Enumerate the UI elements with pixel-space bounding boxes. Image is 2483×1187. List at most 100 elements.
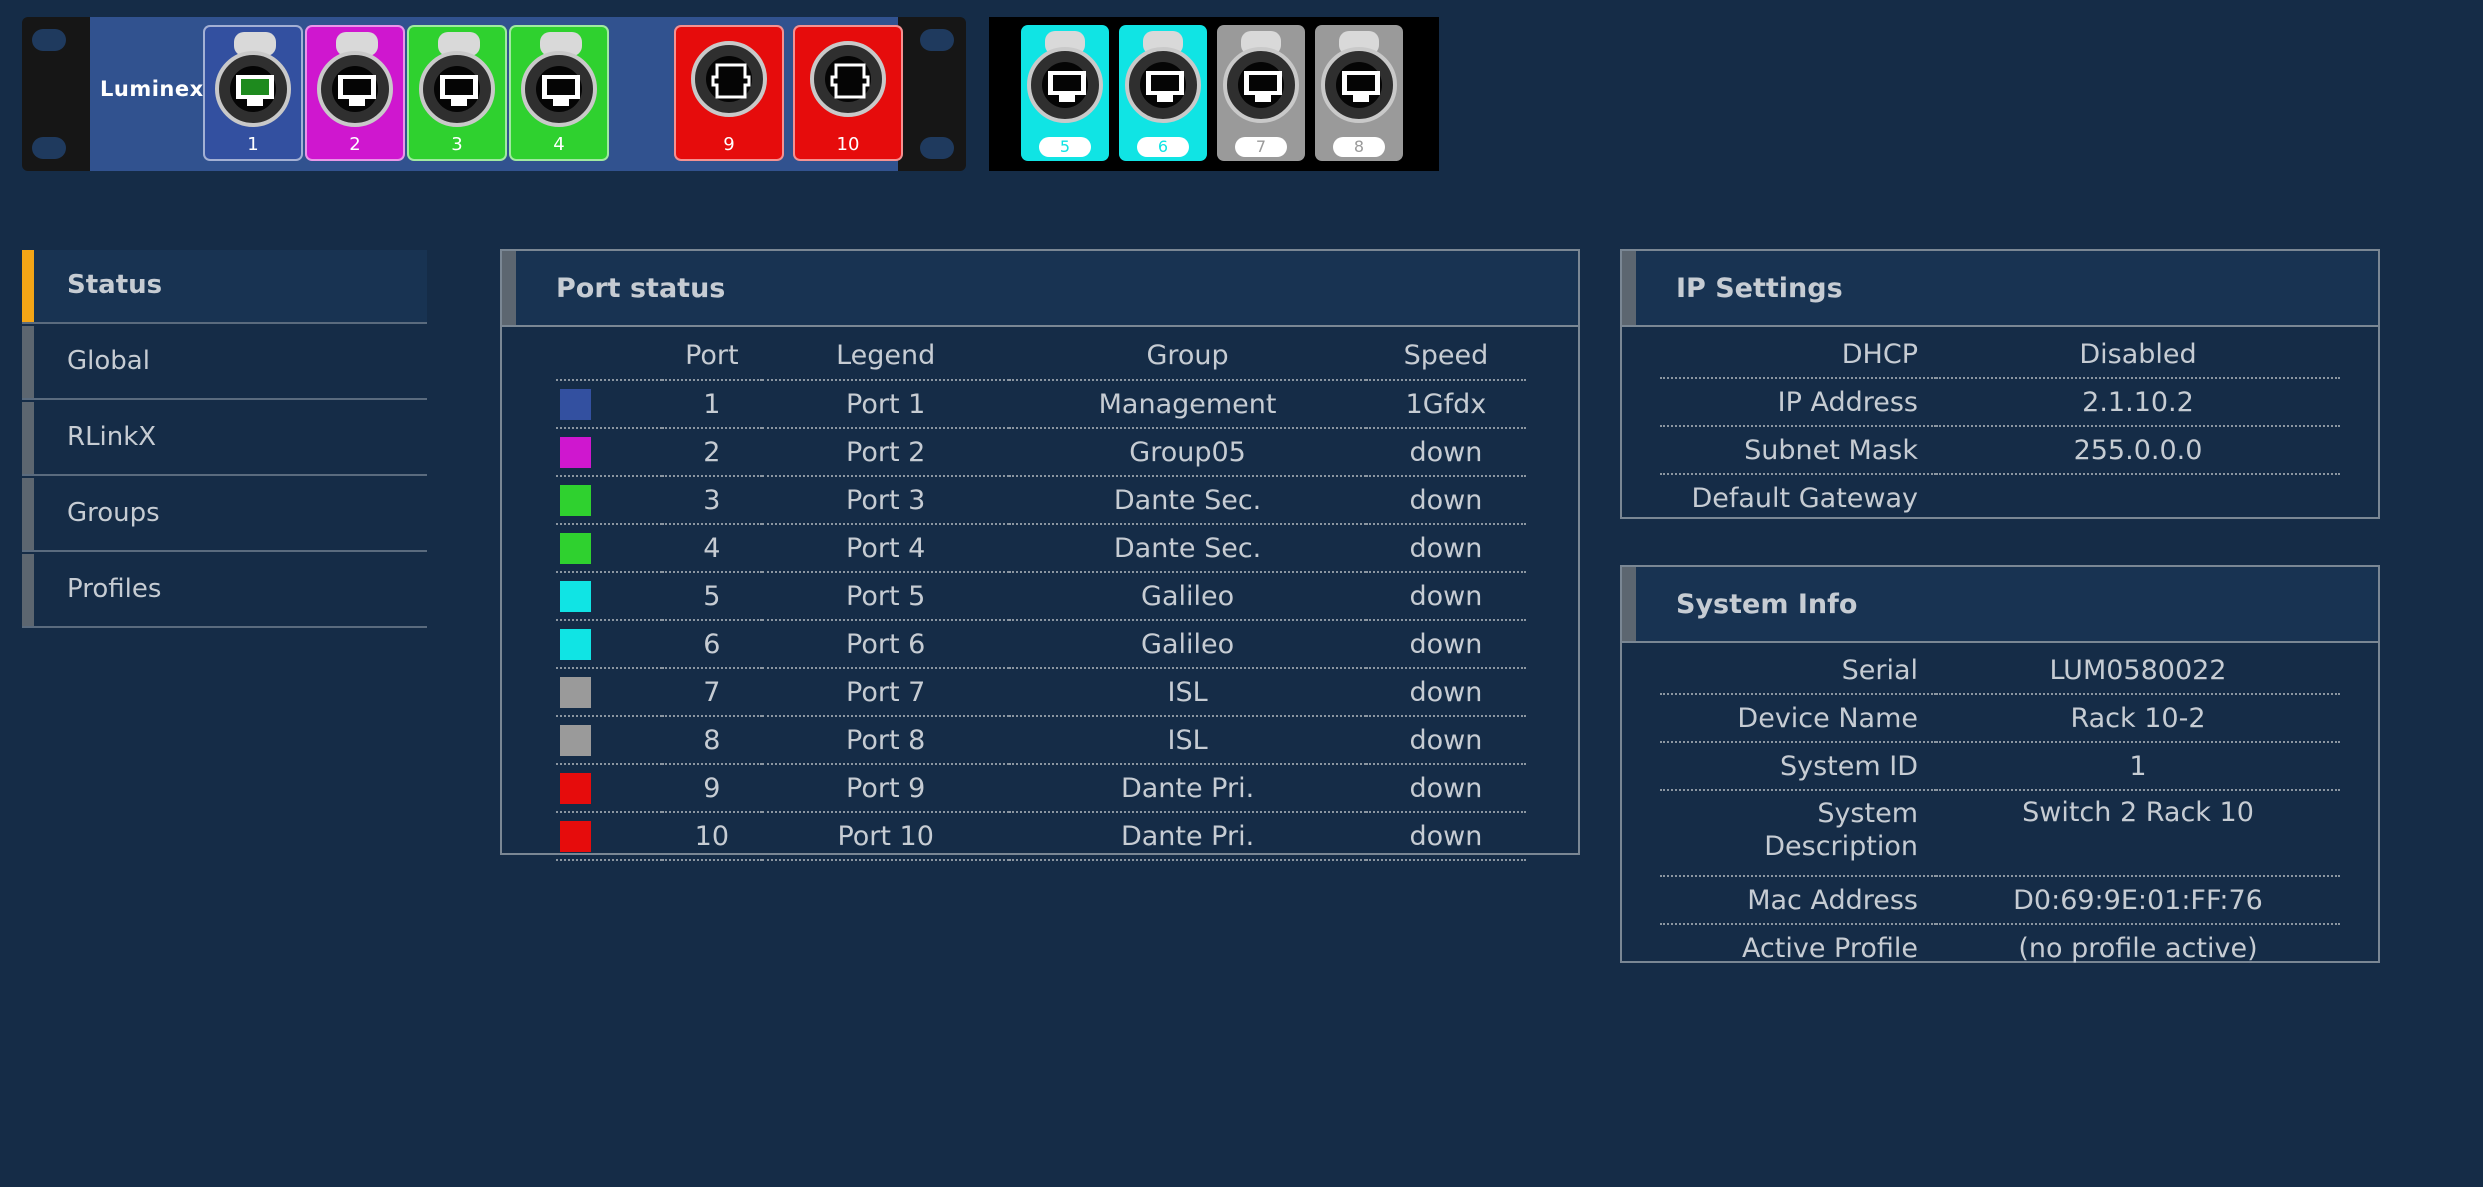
group-cell: Dante Sec. <box>1009 476 1366 525</box>
panel-title: IP Settings <box>1676 273 1843 304</box>
panel-port-5[interactable]: 5 <box>1021 25 1109 161</box>
port-number: 4 <box>553 134 565 155</box>
panel-port-7[interactable]: 7 <box>1217 25 1305 161</box>
nav-label: Global <box>67 346 150 376</box>
rj45-jack-icon <box>215 51 291 127</box>
nav-indicator <box>22 478 34 550</box>
port-color-swatch <box>560 389 591 420</box>
port-number: 8 <box>1333 137 1385 157</box>
column-header-port: Port <box>661 331 762 381</box>
rj45-jack-icon <box>521 51 597 127</box>
system-info-key: Active Profile <box>1741 932 1918 964</box>
speed-cell: down <box>1365 572 1526 621</box>
ip-setting-key: IP Address <box>1660 378 1936 427</box>
panel-port-1[interactable]: 1 <box>203 25 303 161</box>
ip-setting-row: Default Gateway <box>1660 474 2340 521</box>
speed-cell: down <box>1365 620 1526 669</box>
rj45-jack-icon <box>1125 47 1201 123</box>
rack-ear-hole <box>920 137 954 159</box>
nav-indicator <box>22 402 34 474</box>
system-info-key: System ID <box>1660 742 1936 791</box>
port-number: 6 <box>1137 137 1189 157</box>
nav-item-groups[interactable]: Groups <box>22 478 427 552</box>
port-color-swatch <box>560 485 591 516</box>
system-info-value: Switch 2 Rack 10 <box>1936 790 2340 877</box>
color-cell <box>556 380 662 429</box>
group-cell: ISL <box>1009 668 1366 717</box>
panel-sfp-port-9[interactable]: 9 <box>674 25 784 161</box>
system-info-value: D0:69:9E:01:FF:76 <box>1936 876 2340 925</box>
port-cell: 4 <box>661 524 762 573</box>
system-info-key: System Description <box>1660 790 1936 877</box>
group-cell: Galileo <box>1009 620 1366 669</box>
ip-setting-value: Disabled <box>1936 331 2340 379</box>
port-cell: 7 <box>661 668 762 717</box>
port-number: 9 <box>723 134 735 155</box>
port-cell: 9 <box>661 764 762 813</box>
group-cell: Dante Pri. <box>1009 812 1366 861</box>
speed-cell: down <box>1365 476 1526 525</box>
speed-cell: down <box>1365 428 1526 477</box>
system-info-key: Device Name <box>1660 694 1936 743</box>
port-number: 3 <box>451 134 463 155</box>
speed-cell: down <box>1365 524 1526 573</box>
legend-cell: Port 3 <box>761 476 1010 525</box>
port-color-swatch <box>560 629 591 660</box>
panel-header: IP Settings <box>1622 251 2378 327</box>
nav-item-status[interactable]: Status <box>22 250 427 324</box>
color-cell <box>556 572 662 621</box>
column-header-legend: Legend <box>761 331 1010 381</box>
nav-label: Profiles <box>67 574 162 604</box>
legend-cell: Port 9 <box>761 764 1010 813</box>
panel-port-6[interactable]: 6 <box>1119 25 1207 161</box>
speed-cell: 1Gfdx <box>1365 380 1526 429</box>
group-cell: Galileo <box>1009 572 1366 621</box>
color-cell <box>556 524 662 573</box>
port-cell: 10 <box>661 812 762 861</box>
speed-cell: down <box>1365 812 1526 861</box>
system-info-value: (no profile active) <box>2018 932 2258 964</box>
nav-item-profiles[interactable]: Profiles <box>22 554 427 628</box>
panel-port-3[interactable]: 3 <box>407 25 507 161</box>
panel-header: Port status <box>502 251 1578 327</box>
rack-ear-hole <box>32 137 66 159</box>
port-color-swatch <box>560 677 591 708</box>
port-number: 7 <box>1235 137 1287 157</box>
nav-item-rlinkx[interactable]: RLinkX <box>22 402 427 476</box>
rack-ear-hole <box>32 29 66 51</box>
panel-sfp-port-10[interactable]: 10 <box>793 25 903 161</box>
panel-port-2[interactable]: 2 <box>305 25 405 161</box>
rj45-jack-icon <box>1321 47 1397 123</box>
legend-cell: Port 5 <box>761 572 1010 621</box>
speed-cell: down <box>1365 668 1526 717</box>
panel-port-8[interactable]: 8 <box>1315 25 1403 161</box>
nav-item-global[interactable]: Global <box>22 326 427 400</box>
nav-label: RLinkX <box>67 422 157 452</box>
nav-label: Status <box>67 270 163 300</box>
system-info-value: LUM0580022 <box>1936 647 2340 695</box>
nav-active-indicator <box>22 250 34 322</box>
panel-port-4[interactable]: 4 <box>509 25 609 161</box>
port-number: 1 <box>247 134 259 155</box>
legend-cell: Port 1 <box>761 380 1010 429</box>
legend-cell: Port 8 <box>761 716 1010 765</box>
color-cell <box>556 476 662 525</box>
rack-ear-hole <box>920 29 954 51</box>
table-header-row: Port Legend Group Speed <box>556 331 1526 381</box>
